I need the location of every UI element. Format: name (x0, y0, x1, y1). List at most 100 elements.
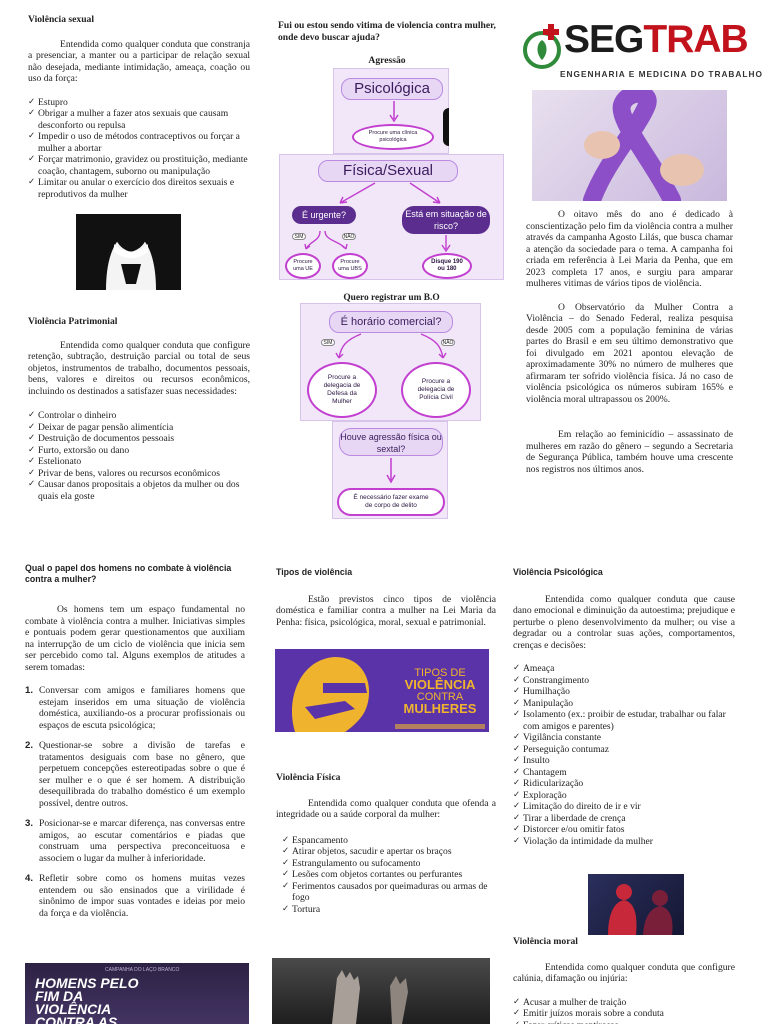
patrimonial-list-item: Privar de bens, valores ou recursos econ… (28, 468, 250, 480)
logo-sub: ENGENHARIA E MEDICINA DO TRABALHO (560, 69, 763, 79)
agressao-label: Agressão (368, 55, 406, 66)
moral-list-item: Emitir juízos morais sobre a conduta (513, 1008, 735, 1020)
homens-list-item: 2.Questionar-se sobre a divisão de taref… (25, 740, 245, 809)
fisica-list-item: Lesões com objetos cortantes ou perfuran… (282, 869, 496, 881)
sexual-list-item: Estupro (28, 97, 250, 109)
violence-red-image (588, 874, 684, 935)
logo: SEGTRAB ENGENHARIA E MEDICINA DO TRABALH… (516, 18, 762, 82)
fisica-title: Violência Física (276, 772, 341, 783)
tag-nao-1: NÃO (342, 233, 356, 240)
col3-text: O oitavo mês do ano é dedicado à conscie… (526, 209, 733, 475)
ue-oval: Procure uma UE (285, 253, 321, 279)
horario-pill: É horário comercial? (329, 311, 453, 333)
psico-list-item: Chantagem (513, 767, 735, 779)
fisica-list-item: Estrangulamento ou sufocamento (282, 858, 496, 870)
moral-list-item: Acusar a mulher de traição (513, 997, 735, 1009)
psico-list-item: Distorcer e/ou omitir fatos (513, 824, 735, 836)
banner-line3: CONTRA (416, 691, 464, 703)
psico-list-item: Perseguição contumaz (513, 744, 735, 756)
exame-oval: É necessário fazer exame de corpo de del… (337, 488, 445, 516)
sexual-title: Violência sexual (28, 14, 94, 25)
para2: O Observatório da Mulher Contra a Violên… (526, 301, 733, 405)
list-item-text: Questionar-se sobre a divisão de tarefas… (39, 740, 245, 809)
sexual-text: Entendida como qualquer conduta que cons… (28, 38, 250, 85)
arrow-down-icon (386, 458, 396, 484)
fisica-pill: Física/Sexual (318, 160, 458, 182)
raised-hands-illustration (332, 970, 408, 1024)
bottom3-moral: Violência moral Entendida como qualquer … (513, 936, 735, 1024)
patrimonial-list-item: Deixar de pagar pensão alimentícia (28, 422, 250, 434)
psico-box: Psicológica Procure uma clínica psicológ… (333, 68, 449, 154)
psico-text: Entendida como qualquer conduta que caus… (513, 593, 735, 651)
fisica-branch-arrows (339, 182, 441, 204)
list-number: 1. (25, 685, 34, 697)
psico-list-item: Humilhação (513, 686, 735, 698)
psico-list-item: Constrangimento (513, 675, 735, 687)
hands-dark-image (272, 958, 490, 1024)
sexual-list-item: Forçar matrimonio, gravidez ou prostitui… (28, 154, 250, 177)
tag-nao-2: NÃO (441, 339, 455, 346)
bottom1: Qual o papel dos homens no combate à vio… (25, 563, 245, 928)
homens-list-item: 1.Conversar com amigos e familiares home… (25, 685, 245, 731)
psico-dark-edge (443, 108, 449, 146)
delegacia-mulher-oval: Procure a delegacia de Defesa da Mulher (307, 362, 377, 418)
psico-title: Violência Psicológica (513, 567, 603, 577)
patrimonial-list-item: Furto, extorsão ou dano (28, 445, 250, 457)
patrimonial-list-item: Causar danos propositais a objetos da mu… (28, 479, 250, 502)
sexual-list-item: Impedir o uso de métodos contraceptivos … (28, 131, 250, 154)
ubs-oval: Procure uma UBS (332, 253, 368, 279)
arrow-down-icon (389, 101, 399, 123)
psico-list-item: Violação da intimidade da mulher (513, 836, 735, 848)
psico-oval: Procure uma clínica psicológica (352, 124, 434, 150)
bottom3: Violência Psicológica Entendida como qua… (513, 567, 735, 847)
homens-list: 1.Conversar com amigos e familiares home… (25, 685, 245, 919)
psico-list-item: Exploração (513, 790, 735, 802)
homens-intro: Os homens tem um espaço fundamental no c… (25, 604, 245, 673)
patrimonial-list-item: Controlar o dinheiro (28, 410, 250, 422)
list-item-text: Posicionar-se e marcar diferença, nas co… (39, 818, 245, 864)
bottom2-fisica: Violência Física Entendida como qualquer… (276, 772, 496, 915)
moral-list: Acusar a mulher de traiçãoEmitir juízos … (513, 997, 735, 1024)
psico-list-item: Insulto (513, 755, 735, 767)
houve-pill: Houve agressão física ou sextal? (339, 428, 443, 456)
banner-line2: VIOLÊNCIA (404, 677, 476, 692)
white-ribbon-poster: CAMPANHA DO LAÇO BRANCO HOMENS PELO FIM … (25, 963, 249, 1024)
fisica-list-item: Atirar objetos, sacudir e apertar os bra… (282, 846, 496, 858)
tipos-intro: Estão previstos cinco tipos de violência… (276, 593, 496, 628)
patrimonial-list-item: Destruição de documentos pessoais (28, 433, 250, 445)
risco-pill: Está em situação de risco? (402, 206, 490, 234)
psico-list-item: Ridicularização (513, 778, 735, 790)
tag-sim-1: SIM (292, 233, 306, 240)
banner-text: TIPOS DE VIOLÊNCIA CONTRA MULHERES (395, 667, 485, 715)
moral-title: Violência moral (513, 936, 578, 947)
homens-list-item: 4.Refletir sobre como os homens muitas v… (25, 873, 245, 919)
logo-text: SEGTRAB (564, 18, 749, 62)
tag-sim-2: SIM (321, 339, 335, 346)
moral-list-item: Fazer críticas mentirosas (513, 1020, 735, 1024)
ribbon-illustration (583, 90, 704, 201)
list-number: 3. (25, 818, 34, 830)
bo-box: É horário comercial? SIM NÃO Procure a d… (300, 303, 481, 421)
psico-list-item: Manipulação (513, 698, 735, 710)
exame-box: Houve agressão física ou sextal? É neces… (332, 421, 448, 519)
psico-list-item: Tirar a liberdade de crença (513, 813, 735, 825)
delegacia-civil-oval: Procure a delegacia de Polícia Civil (401, 362, 471, 418)
bo-label: Quero registrar um B.O (343, 293, 440, 303)
silenced-woman-illustration (106, 218, 156, 290)
tipos-title: Tipos de violência (276, 567, 353, 577)
urgente-arrows (304, 230, 451, 253)
psico-list-item: Vigilância constante (513, 732, 735, 744)
col2-top: Fui ou estou sendo vitima de violencia c… (278, 20, 506, 67)
poster-title: HOMENS PELO FIM DA VIOLÊNCIA CONTRA AS (35, 975, 139, 1024)
banner-line1: TIPOS DE (414, 667, 466, 679)
psico-list-item: Isolamento (ex.: proibir de estudar, tra… (513, 709, 735, 732)
sexual-list-item: Limitar ou anular o exercício dos direit… (28, 177, 250, 200)
homens-title: Qual o papel dos homens no combate à vio… (25, 563, 232, 584)
bottom2: Tipos de violência Estão previstos cinco… (276, 567, 496, 628)
fisica-box: Física/Sexual É urgente? Está em situaçã… (279, 154, 504, 280)
para3: Em relação ao feminicídio – assassinato … (526, 429, 733, 475)
banner-footer-logos (395, 724, 485, 729)
horario-arrows (335, 333, 447, 359)
fisica-text: Entendida como qualquer conduta que ofen… (276, 797, 496, 821)
psico-list-item: Ameaça (513, 663, 735, 675)
